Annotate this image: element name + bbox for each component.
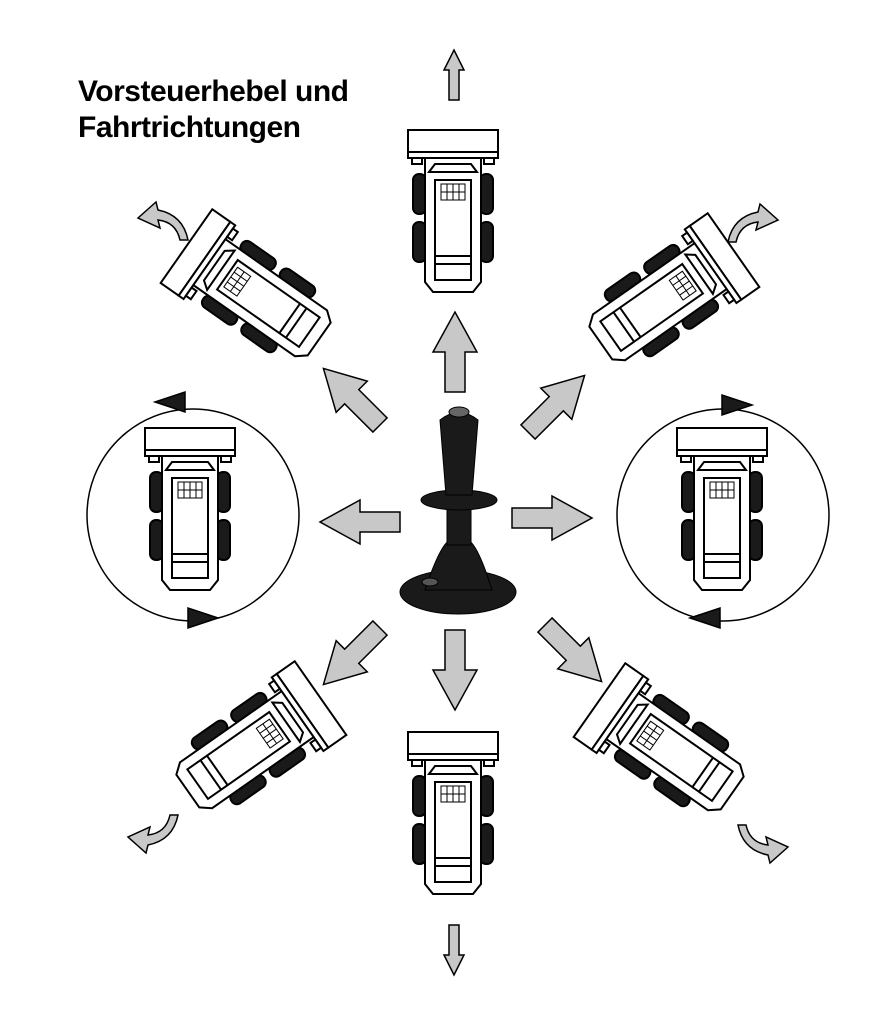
- title-line-1: Vorsteuerhebel und: [78, 75, 349, 108]
- diagram-title: Vorsteuerhebel und Fahrtrichtungen: [78, 74, 349, 146]
- title-line-2: Fahrtrichtungen: [78, 111, 301, 144]
- joystick-icon: [399, 406, 517, 615]
- rotation-arrow-icon: [86, 390, 830, 630]
